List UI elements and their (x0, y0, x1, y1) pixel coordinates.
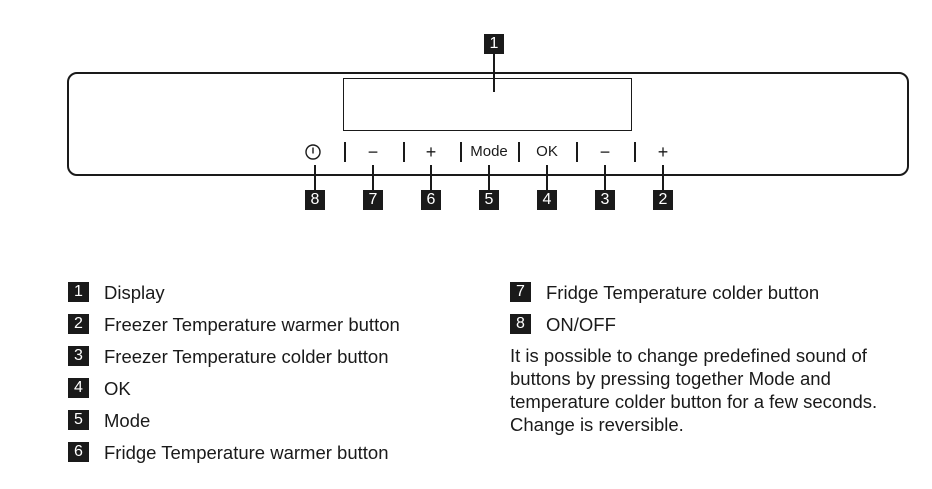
legend-label: Mode (104, 410, 151, 431)
leader-line (430, 165, 432, 191)
legend-number: 2 (68, 314, 89, 334)
leader-line (314, 165, 316, 191)
display-screen (343, 78, 632, 131)
legend-number: 4 (68, 378, 89, 398)
legend-item: 1 Display (68, 282, 165, 303)
legend-label: Fridge Temperature colder button (546, 282, 820, 303)
legend-number: 1 (68, 282, 89, 302)
legend-number: 6 (68, 442, 89, 462)
legend-number: 5 (68, 410, 89, 430)
leader-line (488, 165, 490, 191)
callout-number-8: 8 (305, 190, 325, 210)
fridge-plus-button[interactable]: + (425, 142, 437, 162)
legend-number: 8 (510, 314, 531, 334)
legend-label: Freezer Temperature warmer button (104, 314, 400, 335)
freezer-plus-button[interactable]: + (657, 142, 669, 162)
legend-label: Fridge Temperature warmer button (104, 442, 389, 463)
legend-item: 6 Fridge Temperature warmer button (68, 442, 388, 463)
callout-number-3: 3 (595, 190, 615, 210)
legend-label: Freezer Temperature colder button (104, 346, 389, 367)
legend-label: OK (104, 378, 131, 399)
callout-number-5: 5 (479, 190, 499, 210)
legend-label: Display (104, 282, 165, 303)
separator (344, 142, 346, 162)
callout-number-1: 1 (484, 34, 504, 54)
mode-button[interactable]: Mode (470, 143, 508, 160)
separator (576, 142, 578, 162)
separator (403, 142, 405, 162)
power-icon[interactable] (305, 144, 321, 160)
legend-item: 8 ON/OFF (510, 314, 616, 335)
legend-number: 7 (510, 282, 531, 302)
separator (634, 142, 636, 162)
sound-note: It is possible to change predefined soun… (510, 345, 878, 435)
leader-line (604, 165, 606, 191)
freezer-minus-button[interactable]: − (599, 142, 611, 162)
callout-number-4: 4 (537, 190, 557, 210)
fridge-minus-button[interactable]: − (367, 142, 379, 162)
legend-item: 7 Fridge Temperature colder button (510, 282, 819, 303)
leader-line (372, 165, 374, 191)
legend-item: 3 Freezer Temperature colder button (68, 346, 389, 367)
ok-button[interactable]: OK (536, 143, 558, 160)
legend-item: 5 Mode (68, 410, 150, 431)
leader-line (546, 165, 548, 191)
legend-item: 4 OK (68, 378, 131, 399)
legend-label: ON/OFF (546, 314, 616, 335)
callout-number-7: 7 (363, 190, 383, 210)
separator (518, 142, 520, 162)
leader-line (662, 165, 664, 191)
legend-item: 2 Freezer Temperature warmer button (68, 314, 400, 335)
callout-number-6: 6 (421, 190, 441, 210)
legend-number: 3 (68, 346, 89, 366)
separator (460, 142, 462, 162)
display-callout: 1 (484, 34, 504, 54)
callout-number-2: 2 (653, 190, 673, 210)
